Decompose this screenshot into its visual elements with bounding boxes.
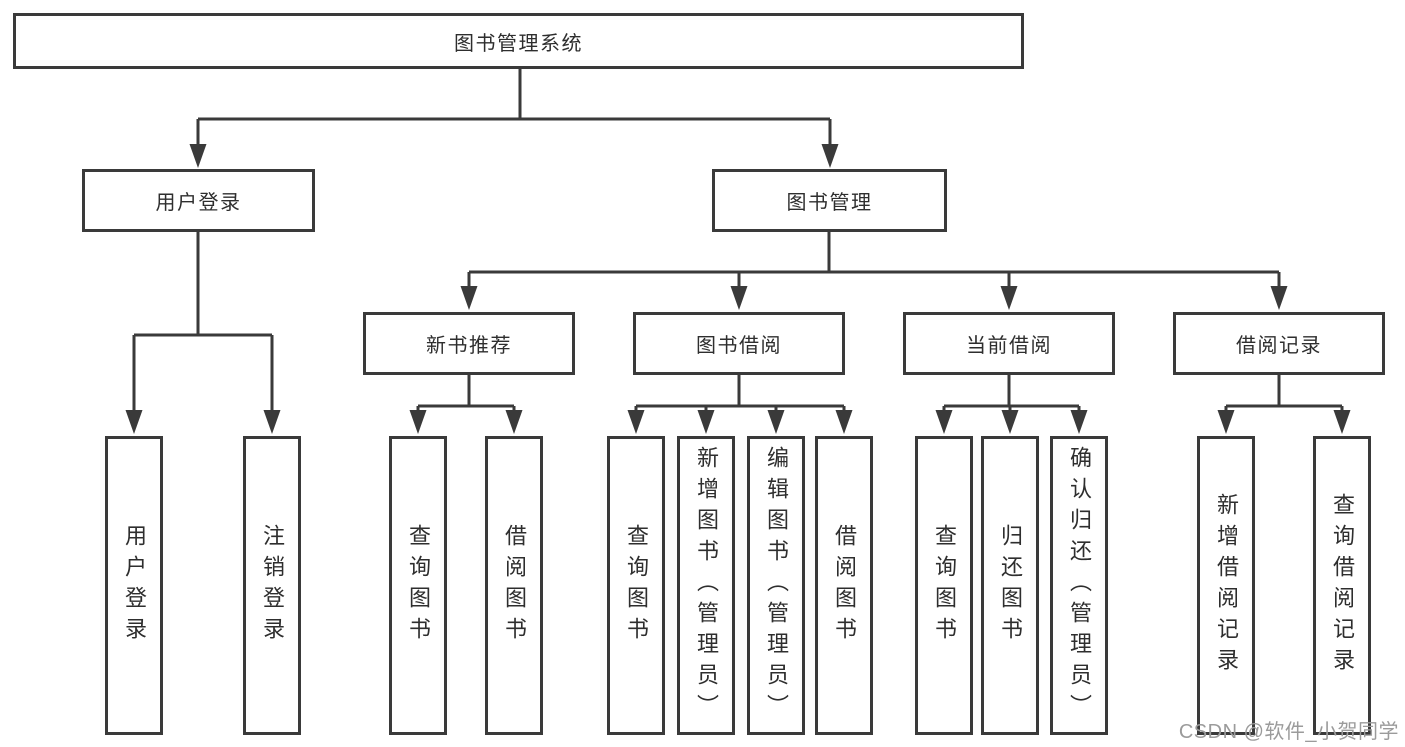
node-confirm-return-admin-label: 确认归还（管理员） — [1067, 446, 1092, 725]
node-add-borrow-record-label: 新增借阅记录 — [1214, 492, 1239, 679]
edge-root-to-level2 — [189, 69, 839, 168]
node-query-books-borrow-label: 查询图书 — [624, 523, 649, 648]
node-current-borrow-label: 当前借阅 — [966, 335, 1052, 357]
node-borrow-books-recommend: 借阅图书 — [485, 436, 543, 735]
node-edit-books-admin: 编辑图书（管理员） — [747, 436, 805, 735]
node-book-management-label: 图书管理 — [786, 192, 873, 214]
node-new-book-recommend-label: 新书推荐 — [426, 335, 512, 357]
node-book-borrow: 图书借阅 — [633, 312, 845, 375]
csdn-watermark: CSDN @软件_小贺同学 — [1178, 721, 1399, 743]
node-user-login: 用户登录 — [82, 169, 315, 232]
node-edit-books-admin-label: 编辑图书（管理员） — [764, 446, 789, 725]
node-query-borrow-record-label: 查询借阅记录 — [1330, 492, 1355, 679]
node-user-login-label: 用户登录 — [155, 192, 242, 214]
node-new-book-recommend: 新书推荐 — [363, 312, 575, 375]
node-borrow-books-leaf: 借阅图书 — [815, 436, 873, 735]
node-query-books-recommend-label: 查询图书 — [406, 523, 431, 648]
node-borrow-records-label: 借阅记录 — [1236, 335, 1322, 357]
node-borrow-books-leaf-label: 借阅图书 — [832, 523, 857, 648]
edge-book-management-to-level3 — [460, 232, 1288, 310]
node-query-borrow-record: 查询借阅记录 — [1313, 436, 1371, 735]
node-borrow-records: 借阅记录 — [1173, 312, 1385, 375]
node-logout-leaf: 注销登录 — [243, 436, 301, 735]
node-logout-leaf-label: 注销登录 — [260, 523, 285, 648]
node-user-login-leaf-label: 用户登录 — [122, 523, 147, 648]
node-return-books-label: 归还图书 — [998, 523, 1023, 648]
edge-borrow-records-to-leaves — [1217, 375, 1351, 434]
node-library-system-label: 图书管理系统 — [454, 32, 583, 55]
node-user-login-leaf: 用户登录 — [105, 436, 163, 735]
node-query-books-borrow: 查询图书 — [607, 436, 665, 735]
edge-book-borrow-to-leaves — [627, 375, 853, 434]
node-query-books-recommend: 查询图书 — [389, 436, 447, 735]
node-query-books-current-label: 查询图书 — [932, 523, 957, 648]
node-library-system: 图书管理系统 — [13, 13, 1024, 69]
edge-user-login-to-leaves — [125, 232, 281, 434]
node-confirm-return-admin: 确认归还（管理员） — [1050, 436, 1108, 735]
edge-current-borrow-to-leaves — [935, 375, 1088, 434]
node-add-books-admin-label: 新增图书（管理员） — [694, 446, 719, 725]
node-return-books: 归还图书 — [981, 436, 1039, 735]
node-book-management: 图书管理 — [712, 169, 947, 232]
node-current-borrow: 当前借阅 — [903, 312, 1115, 375]
node-book-borrow-label: 图书借阅 — [696, 335, 782, 357]
node-add-borrow-record: 新增借阅记录 — [1197, 436, 1255, 735]
edge-new-book-recommend-to-leaves — [409, 375, 523, 434]
node-borrow-books-recommend-label: 借阅图书 — [502, 523, 527, 648]
node-query-books-current: 查询图书 — [915, 436, 973, 735]
node-add-books-admin: 新增图书（管理员） — [677, 436, 735, 735]
